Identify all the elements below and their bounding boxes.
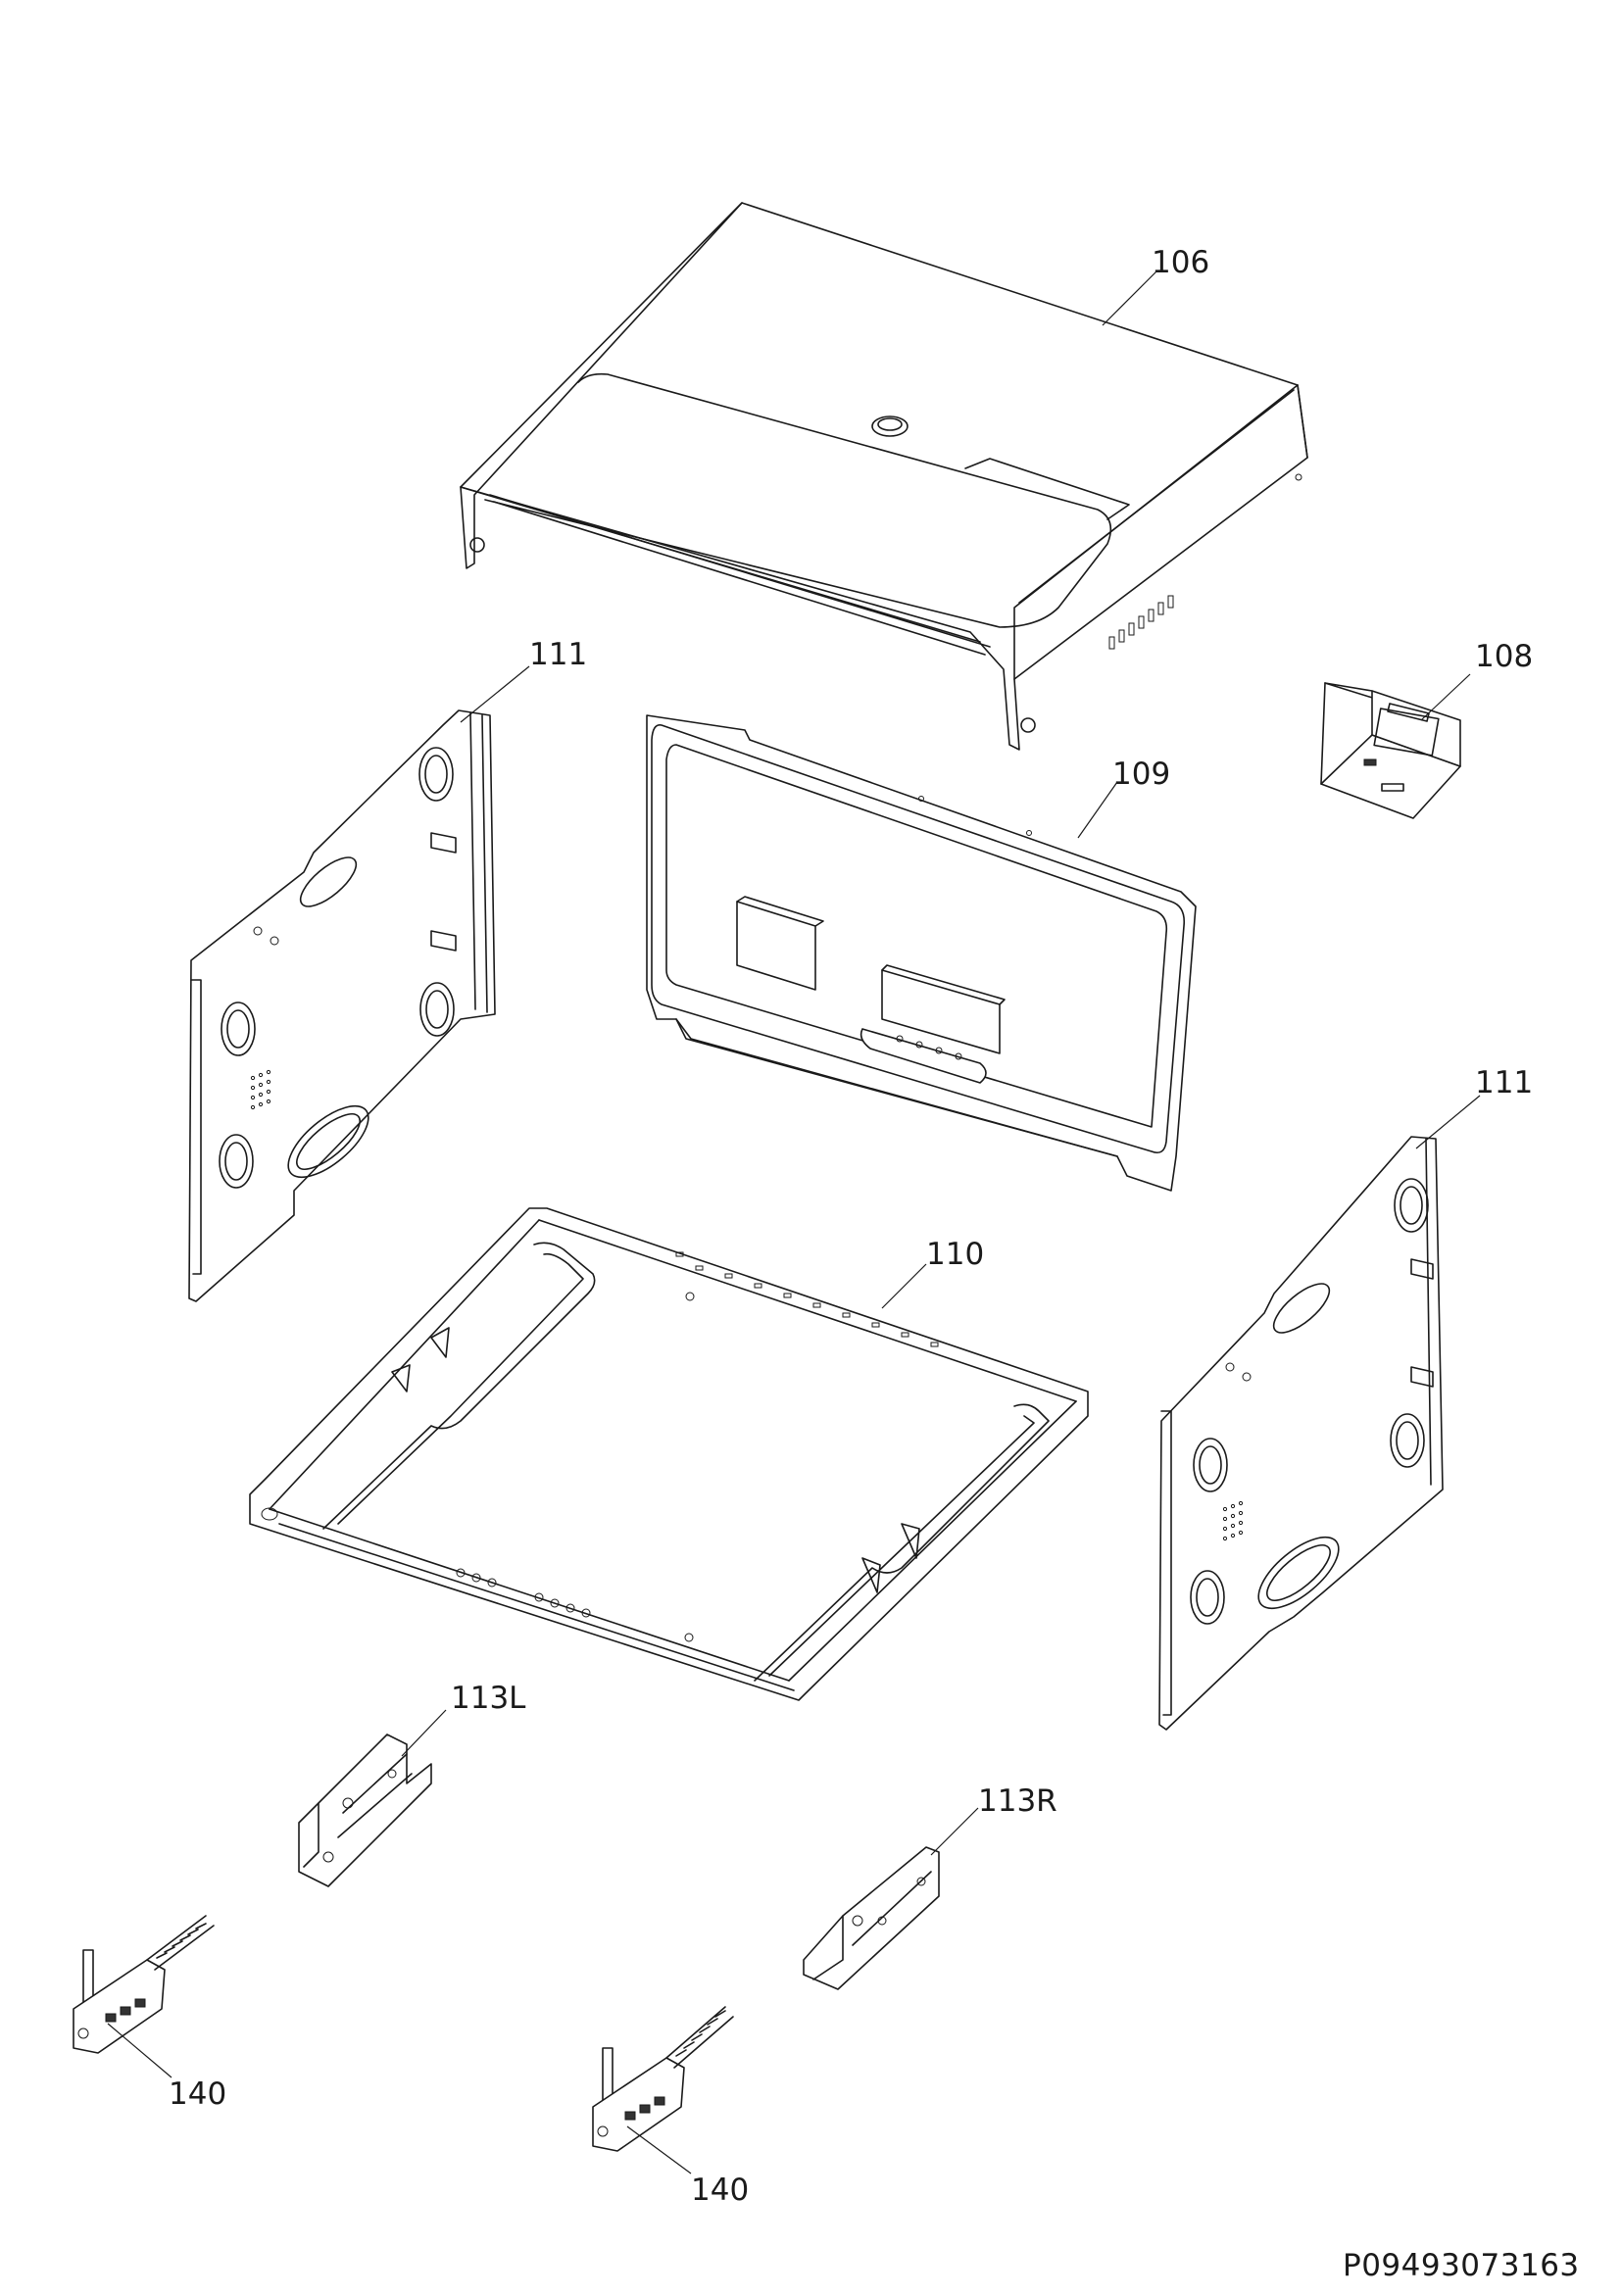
part-111-side-panel-right [1158, 1136, 1444, 1731]
callout-109: 109 [1112, 757, 1170, 792]
callout-140-left: 140 [169, 2076, 226, 2112]
drawing-code: P09493073163 [1343, 2248, 1580, 2283]
part-109-back-panel [646, 714, 1197, 1192]
callout-106: 106 [1152, 245, 1209, 280]
callout-111-left: 111 [529, 637, 587, 672]
front-holes [456, 1568, 591, 1618]
vent-slots [1108, 595, 1174, 650]
callout-113R: 113R [978, 1783, 1057, 1819]
part-113L-runner-left [298, 1734, 432, 1887]
part-108-bracket [1320, 682, 1461, 819]
part-111-side-panel-left [188, 709, 496, 1302]
part-140-hinge-left [73, 1915, 215, 2054]
perforation-grid-right [1222, 1500, 1244, 1541]
callout-113L: 113L [451, 1681, 526, 1716]
part-113R-runner-right [803, 1846, 940, 1990]
callout-111-right: 111 [1475, 1065, 1533, 1100]
callout-110: 110 [926, 1237, 984, 1272]
callout-140-right: 140 [691, 2173, 749, 2208]
perforation-grid-left [250, 1069, 271, 1110]
part-110-bottom-frame [249, 1207, 1089, 1701]
callout-108: 108 [1475, 639, 1533, 674]
rear-slots [675, 1251, 939, 1347]
part-140-hinge-right [592, 2006, 734, 2152]
part-106-top-cover [460, 202, 1308, 751]
